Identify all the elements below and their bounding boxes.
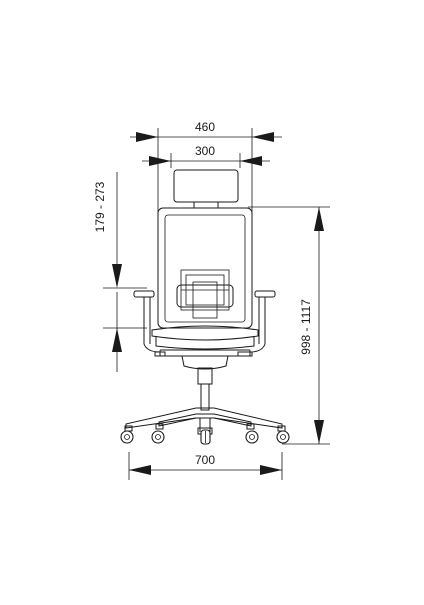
arrow-right-icon: [136, 132, 158, 142]
arrow-left-icon: [129, 465, 151, 475]
backrest: [157, 207, 253, 329]
seat-width-label: 300: [195, 144, 215, 158]
caster-front-right: [245, 423, 259, 444]
chair-base: [125, 407, 283, 435]
caster-front-left: [151, 423, 165, 444]
arrow-down-icon: [314, 420, 324, 444]
caster-center: [200, 429, 211, 445]
arrow-left-icon: [252, 132, 274, 142]
arrow-down-icon: [112, 264, 122, 288]
overall-height-label: 998 - 1117: [299, 299, 313, 355]
caster-left: [120, 425, 134, 444]
seat: [151, 325, 259, 350]
base-width-label: 700: [195, 453, 215, 467]
arrow-up-icon: [112, 328, 122, 352]
arrow-right-icon: [260, 465, 282, 475]
gas-column: [197, 367, 213, 411]
headrest-adjustment-label: 179 - 273: [93, 181, 107, 232]
dimension-headrest-adjustment: 179 - 273: [93, 172, 147, 372]
dimension-seat-width: 300: [142, 144, 270, 168]
seat-mechanism: [154, 349, 253, 370]
arrow-right-icon: [149, 156, 171, 166]
overall-width-label: 460: [195, 120, 215, 134]
dimension-base-width: 700: [128, 452, 283, 480]
dimension-overall-width: 460: [130, 120, 282, 212]
arrow-up-icon: [314, 207, 324, 231]
dimension-overall-height: 998 - 1117: [248, 206, 330, 445]
armrest-right: [249, 290, 276, 353]
headrest: [173, 169, 239, 208]
armrest-left: [133, 290, 161, 353]
arrow-left-icon: [240, 156, 262, 166]
caster-right: [276, 425, 290, 444]
